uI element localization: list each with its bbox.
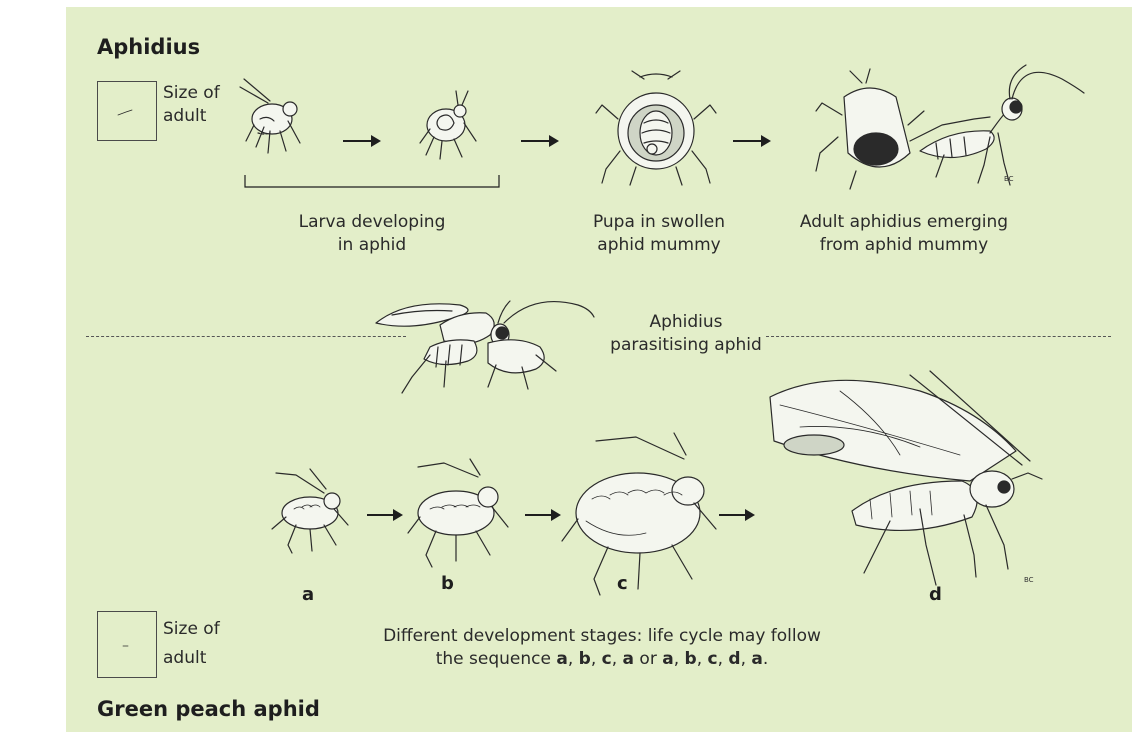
seq1-item: c (602, 649, 612, 669)
arrow-a-b (367, 509, 403, 521)
caption-larva: Larva developing in aphid (252, 211, 492, 257)
seq2-item: a (751, 649, 762, 669)
green-peach-aphid-title: Green peach aphid (97, 697, 320, 721)
larva-aphid-late-drawing (412, 87, 482, 167)
seq2-item: c (708, 649, 718, 669)
parasitising-drawing (372, 295, 612, 397)
stage-a-label: a (302, 584, 314, 605)
arrow-3 (733, 135, 771, 147)
caption-larva-line2: in aphid (252, 234, 492, 257)
caption-pupa-line1: Pupa in swollen (564, 211, 754, 234)
seq2-item: b (685, 649, 697, 669)
aphid-stage-b-drawing (404, 457, 514, 569)
sequence-prefix: the sequence (436, 649, 557, 669)
caption-life-cycle-line1: Different development stages: life cycle… (332, 625, 872, 648)
caption-larva-line1: Larva developing (252, 211, 492, 234)
aphid-size-label: Size of adult (163, 618, 220, 670)
caption-adult: Adult aphidius emerging from aphid mummy (784, 211, 1024, 257)
stage-b-label: b (441, 573, 454, 594)
caption-pupa-line2: aphid mummy (564, 234, 754, 257)
caption-pupa: Pupa in swollen aphid mummy (564, 211, 754, 257)
aphidius-adult-size-mark (116, 108, 136, 118)
aphidius-size-label: Size of adult (163, 82, 220, 128)
aphid-stage-a-drawing (266, 469, 356, 555)
seq1-item: a (623, 649, 634, 669)
seq2-item: a (662, 649, 673, 669)
stage-d-label: d (929, 584, 942, 605)
adult-emerging-drawing (814, 67, 1084, 193)
size-label-line1: Size of (163, 82, 220, 105)
seq1-item: b (579, 649, 591, 669)
caption-life-cycle: Different development stages: life cycle… (332, 625, 872, 671)
caption-parasitising-line1: Aphidius (592, 311, 780, 334)
aphid-adult-size-mark (122, 644, 132, 648)
size-label-line2: adult (163, 105, 220, 128)
caption-life-cycle-line2: the sequence a, b, c, a or a, b, c, d, a… (332, 648, 872, 671)
aphid-stage-c-drawing (556, 429, 726, 597)
artist-initials-top: BC (1004, 175, 1014, 183)
artist-initials-bottom: BC (1024, 576, 1034, 584)
caption-parasitising: Aphidius parasitising aphid (592, 311, 780, 357)
aphid-size-box (97, 611, 157, 678)
caption-parasitising-line2: parasitising aphid (592, 334, 780, 357)
seq2-item: d (728, 649, 740, 669)
diagram-panel: Aphidius Size of adult (66, 7, 1132, 732)
aphid-stage-d-drawing (760, 369, 1060, 593)
caption-adult-line1: Adult aphidius emerging (784, 211, 1024, 234)
aphidius-title: Aphidius (97, 35, 200, 59)
pupa-mummy-drawing (596, 69, 716, 187)
arrow-c-d (719, 509, 755, 521)
stage-c-label: c (617, 573, 628, 594)
larva-aphid-early-drawing (238, 75, 318, 165)
divider-left (86, 336, 406, 337)
aphid-size-label-line1: Size of (163, 618, 220, 641)
aphidius-size-box (97, 81, 157, 141)
larva-bracket (244, 175, 500, 189)
divider-right (766, 336, 1111, 337)
aphid-size-label-line2: adult (163, 647, 220, 670)
caption-adult-line2: from aphid mummy (784, 234, 1024, 257)
or-word: or (634, 649, 662, 669)
seq1-item: a (556, 649, 567, 669)
arrow-1 (343, 135, 381, 147)
arrow-2 (521, 135, 559, 147)
